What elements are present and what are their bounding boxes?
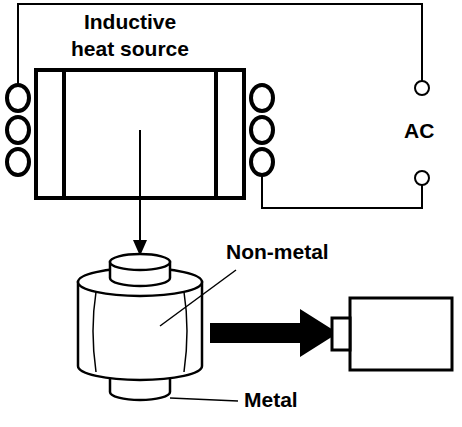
- heat-source-edge: [62, 70, 66, 198]
- camera-lens: [332, 318, 350, 350]
- heat-source-edge: [214, 70, 218, 198]
- coil-turn: [7, 117, 29, 143]
- coil-turn: [251, 117, 273, 143]
- leader-line: [160, 270, 236, 326]
- leader-line: [170, 398, 238, 401]
- coil-turn: [7, 149, 29, 175]
- wire: [262, 176, 422, 208]
- terminal: [415, 81, 429, 95]
- coil-turn: [7, 85, 29, 111]
- part-label: Non-metal: [226, 238, 329, 265]
- ac-label: AC: [404, 117, 434, 144]
- observation-arrow: [210, 309, 338, 357]
- part-label: Metal: [244, 386, 298, 413]
- camera-body: [350, 298, 452, 370]
- coil-turn: [251, 149, 273, 175]
- heat-source-label: Inductive heat source: [62, 8, 198, 63]
- metal-cap-top: [110, 254, 170, 270]
- heat-arrow: [139, 130, 141, 242]
- coil-turn: [251, 85, 273, 111]
- terminal: [415, 171, 429, 185]
- body-contour: [93, 292, 187, 372]
